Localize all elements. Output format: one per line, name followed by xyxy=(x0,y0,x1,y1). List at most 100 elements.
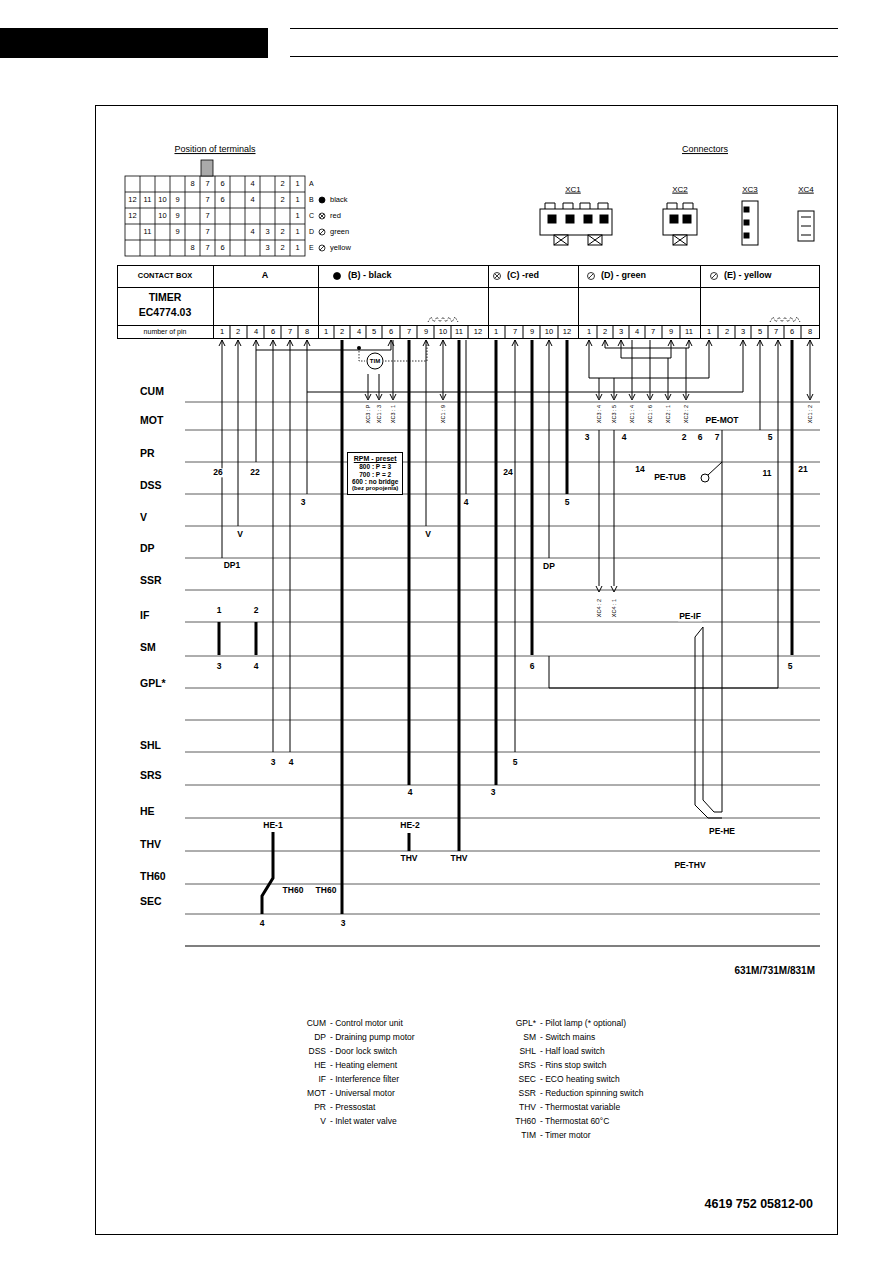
pin-number: 4 xyxy=(635,328,639,336)
table-header: (E) - yellow xyxy=(724,271,772,281)
pin-number: 6 xyxy=(790,328,794,336)
connector-pin: XC1 : 9 xyxy=(440,404,446,424)
table-header: (D) - green xyxy=(601,271,646,281)
terminal-number: 7 xyxy=(205,244,209,252)
pin-number: 1 xyxy=(324,328,328,336)
wire-label: THV xyxy=(400,854,419,863)
terminal-number: 4 xyxy=(250,180,254,188)
legend-abbreviation: TH60 xyxy=(515,1117,536,1126)
pin-number: 7 xyxy=(774,328,778,336)
pin-number: 11 xyxy=(685,328,693,336)
legend-text: - Interference filter xyxy=(330,1075,399,1084)
pin-number: 11 xyxy=(455,328,463,336)
legend-abbreviation: DSS xyxy=(309,1047,326,1056)
wire-label: 21 xyxy=(797,465,808,474)
connector-pin: XC1 : 6 xyxy=(647,404,653,424)
terminal-number: 1 xyxy=(295,180,299,188)
legend-abbreviation: SHL xyxy=(519,1047,536,1056)
wire-label: 4 xyxy=(621,433,628,442)
legend-abbreviation: SRS xyxy=(519,1061,536,1070)
wire-label: TH60 xyxy=(315,886,338,895)
terminal-number: 1 xyxy=(295,244,299,252)
node-text: 800 : P = 3 xyxy=(352,463,398,470)
connector-pin: XC4 : 1 xyxy=(611,598,617,618)
wire-label: 22 xyxy=(249,468,260,477)
legend-abbreviation: TIM xyxy=(521,1131,536,1140)
legend-abbreviation: HE xyxy=(314,1061,326,1070)
wire-label: PE-HE xyxy=(708,827,736,836)
terminal-number: 7 xyxy=(205,180,209,188)
wire-label: 2 xyxy=(253,606,260,615)
row-name: TH60 xyxy=(140,871,166,883)
legend-text: - Inlet water valve xyxy=(330,1117,397,1126)
wire-label: 7 xyxy=(714,433,721,442)
model-code: 631M/731M/831M xyxy=(734,965,815,976)
legend-text: - Door lock switch xyxy=(330,1047,397,1056)
wire-label: 4 xyxy=(259,919,266,928)
row-name: MOT xyxy=(140,415,163,427)
wire-label: 2 xyxy=(681,433,688,442)
legend-text: - Rins stop switch xyxy=(540,1061,607,1070)
pin-number: 7 xyxy=(651,328,655,336)
wire-label: HE-2 xyxy=(399,821,420,830)
pin-number: 8 xyxy=(808,328,812,336)
row-letter: D xyxy=(309,228,314,236)
legend-abbreviation: IF xyxy=(318,1075,326,1084)
connector-name: XC4 xyxy=(798,186,814,195)
pin-number: 9 xyxy=(530,328,534,336)
legend-text: - Timer motor xyxy=(540,1131,591,1140)
legend-text: - Thermostat 60°C xyxy=(540,1117,609,1126)
terminal-number: 6 xyxy=(220,180,224,188)
wire-label: HE-1 xyxy=(262,821,283,830)
legend-abbreviation: MOT xyxy=(307,1089,326,1098)
wire-label: PE-IF xyxy=(678,612,702,621)
timer-name: TIMER xyxy=(149,292,182,304)
legend-text: - Universal motor xyxy=(330,1089,395,1098)
node-text: (bez propojenia) xyxy=(352,485,398,492)
legend-text: - Draining pump motor xyxy=(330,1033,415,1042)
pin-number: 7 xyxy=(513,328,517,336)
legend-abbreviation: PR xyxy=(314,1103,326,1112)
node-text: RPM - preset xyxy=(352,455,398,463)
terminal-number: 9 xyxy=(175,196,179,204)
legend-abbreviation: SEC xyxy=(519,1075,536,1084)
pin-number: 2 xyxy=(725,328,729,336)
row-name: CUM xyxy=(140,386,164,398)
pin-number: 3 xyxy=(619,328,623,336)
wire-label: V xyxy=(424,530,432,539)
pin-number: 6 xyxy=(271,328,275,336)
connector-name: XC2 xyxy=(672,186,688,195)
row-letter: A xyxy=(309,180,314,188)
legend-abbreviation: DP xyxy=(314,1033,326,1042)
legend-text: - Switch mains xyxy=(540,1033,595,1042)
connector-name: XC1 xyxy=(565,186,581,195)
pin-number: 2 xyxy=(236,328,240,336)
pin-number: 12 xyxy=(474,328,482,336)
wire-label: DP xyxy=(542,562,556,571)
terminal-number: 1 xyxy=(295,212,299,220)
row-name: IF xyxy=(140,610,149,622)
wire-label: 6 xyxy=(697,433,704,442)
pin-number: 1 xyxy=(707,328,711,336)
legend-text: - Reduction spinning switch xyxy=(540,1089,643,1098)
table-header: (C) -red xyxy=(507,271,539,281)
pin-number: 7 xyxy=(288,328,292,336)
legend-abbreviation: SSR xyxy=(519,1089,536,1098)
wire-label: 11 xyxy=(762,469,773,478)
section-title: Connectors xyxy=(682,145,728,155)
row-name: GPL* xyxy=(140,678,166,690)
row-name: SHL xyxy=(140,740,161,752)
connector-name: XC3 xyxy=(742,186,758,195)
wire-label: V xyxy=(236,530,244,539)
timer-name: EC4774.03 xyxy=(139,307,192,319)
connector-pin: XC4 : 2 xyxy=(596,598,602,618)
terminal-number: 9 xyxy=(175,212,179,220)
wire-label: 5 xyxy=(564,498,571,507)
pin-number: 9 xyxy=(424,328,428,336)
wire-label: 3 xyxy=(584,433,591,442)
terminal-number: 6 xyxy=(220,244,224,252)
legend-abbreviation: THV xyxy=(519,1103,536,1112)
wire-label: 1 xyxy=(216,606,223,615)
wire-label: 6 xyxy=(529,662,536,671)
